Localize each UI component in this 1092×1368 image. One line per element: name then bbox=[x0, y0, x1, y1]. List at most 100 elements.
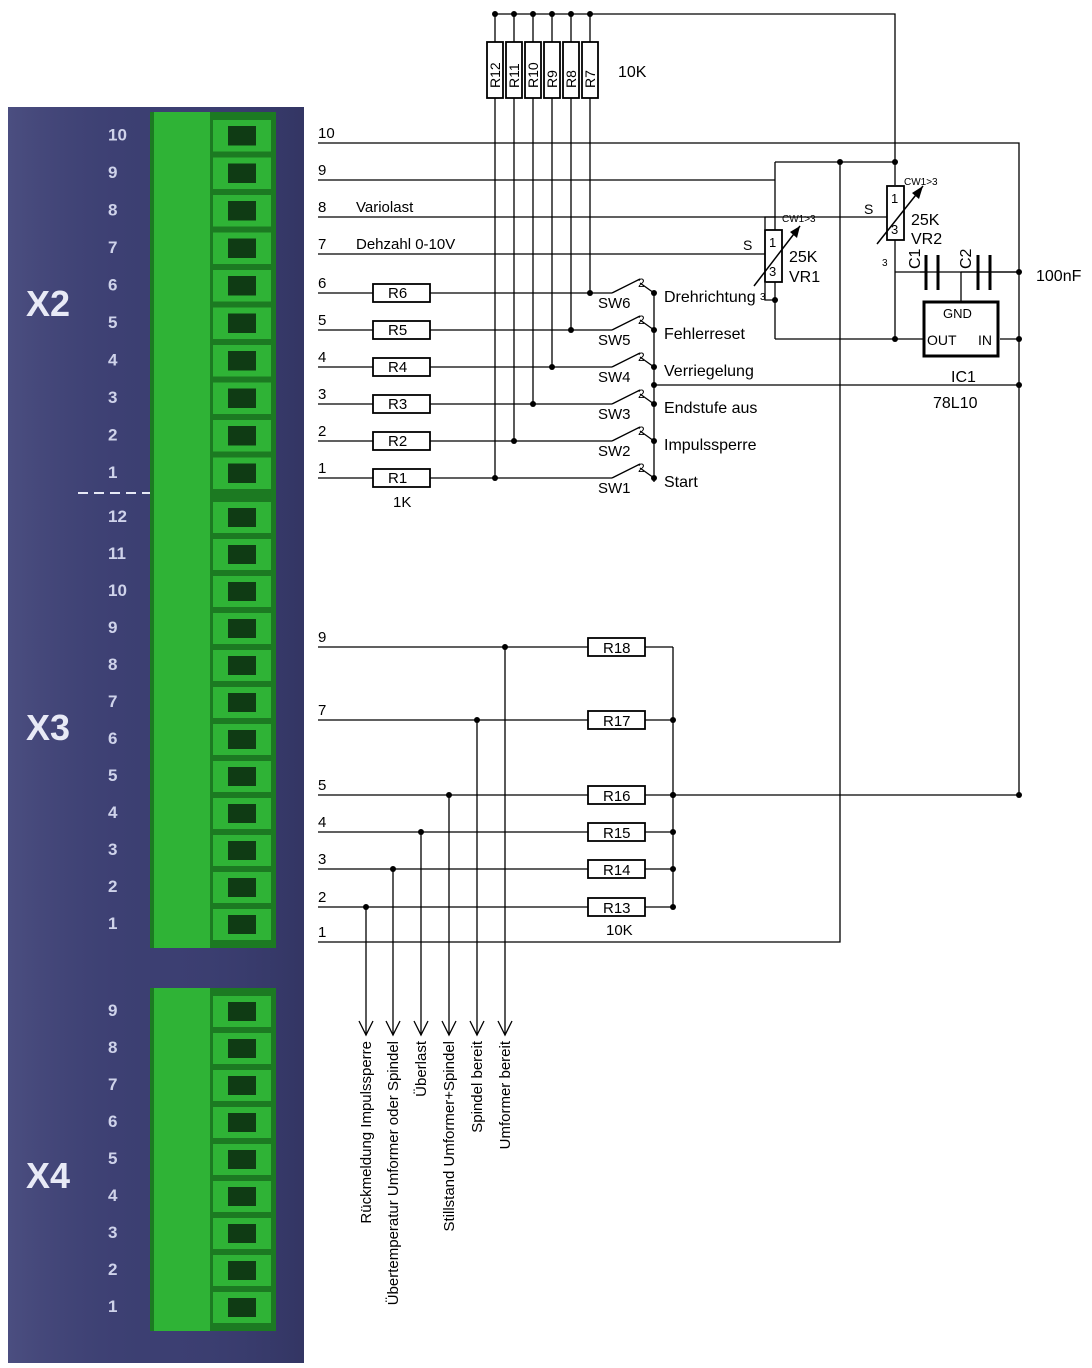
terminal-housing bbox=[152, 494, 210, 948]
terminal-screw bbox=[228, 1261, 256, 1280]
terminal-screw bbox=[228, 767, 256, 786]
output-signal-label: Spindel bereit bbox=[469, 1040, 486, 1133]
x3-line-pin: 2 bbox=[318, 889, 326, 906]
switch-pin: 2 bbox=[638, 276, 645, 290]
regulator-in: IN bbox=[978, 332, 992, 348]
regulator-name: IC1 bbox=[951, 369, 976, 386]
switch-function: Drehrichtung bbox=[664, 289, 756, 306]
cap-value-label: 100nF bbox=[1036, 268, 1082, 285]
terminal-screw bbox=[228, 1150, 256, 1169]
output-arrow bbox=[385, 1020, 401, 1037]
pin-number-x4: 2 bbox=[108, 1260, 117, 1279]
terminal-screw bbox=[228, 915, 256, 934]
potentiometer-vr2: 1 3 CW1>3 S 25K VR2 3 bbox=[775, 165, 942, 339]
terminal-screw bbox=[228, 619, 256, 638]
switch-function: Start bbox=[664, 474, 698, 491]
x2-line-pin: 8 bbox=[318, 199, 326, 216]
terminal-screw bbox=[228, 276, 256, 296]
input-resistor-label: R3 bbox=[388, 396, 407, 413]
block-label-x2: X2 bbox=[26, 283, 70, 324]
vr2-pin1: 1 bbox=[891, 191, 898, 206]
switch-function: Fehlerreset bbox=[664, 326, 745, 343]
terminal-screw bbox=[228, 841, 256, 860]
terminal-screw bbox=[228, 693, 256, 712]
block-label-x3: X3 bbox=[26, 707, 70, 748]
vr1-pin3: 3 bbox=[769, 264, 776, 279]
terminal-screw bbox=[228, 656, 256, 675]
output-signal-label: Übertemperatur Umformer oder Spindel bbox=[384, 1041, 402, 1305]
pin-number-x2: 9 bbox=[108, 163, 117, 182]
pullup-resistor bbox=[581, 41, 599, 99]
pin-number-x3: 8 bbox=[108, 655, 117, 674]
pullup-label: R12 bbox=[487, 62, 503, 88]
pin-number-x3: 7 bbox=[108, 692, 117, 711]
pin-number-x3: 1 bbox=[108, 914, 117, 933]
terminal-screw bbox=[228, 463, 256, 483]
capacitor-c2: C2 bbox=[958, 248, 992, 290]
junction-dot bbox=[651, 382, 657, 388]
terminal-screw bbox=[228, 201, 256, 221]
switch-pin: 2 bbox=[638, 350, 645, 364]
switch-contact bbox=[611, 426, 641, 442]
potentiometer-vr1: 1 3 CW1>3 S 25K VR1 3 bbox=[743, 161, 895, 339]
regulator-gnd: GND bbox=[943, 306, 972, 321]
vr1-side-pin: 3 bbox=[760, 292, 766, 303]
regulator-part: 78L10 bbox=[933, 395, 978, 412]
switch-pin: 2 bbox=[638, 424, 645, 438]
terminal-screw bbox=[228, 582, 256, 601]
junction-dot bbox=[587, 11, 593, 17]
terminal-screw bbox=[228, 878, 256, 897]
output-resistor-label: R15 bbox=[603, 825, 631, 842]
terminal-housing bbox=[152, 988, 210, 1331]
junction-dot bbox=[1016, 269, 1022, 275]
output-signal-label: Überlast bbox=[412, 1040, 430, 1097]
junction-dot bbox=[492, 11, 498, 17]
pin-number-x4: 3 bbox=[108, 1223, 117, 1242]
x3-line-pin: 5 bbox=[318, 777, 326, 794]
output-signal-label: Rückmeldung Impulssperre bbox=[358, 1041, 375, 1224]
switch-contact bbox=[611, 315, 641, 331]
junction-dot bbox=[549, 364, 555, 370]
junction-dot bbox=[670, 829, 676, 835]
x2-line-pin: 1 bbox=[318, 460, 326, 477]
output-arrow bbox=[413, 1020, 429, 1037]
junction-dot bbox=[772, 297, 778, 303]
x2-line-label: Variolast bbox=[356, 199, 414, 216]
x3-line-pin: 9 bbox=[318, 629, 326, 646]
terminal-screw bbox=[228, 1224, 256, 1243]
terminal-screw bbox=[228, 163, 256, 183]
x3-line-pin: 4 bbox=[318, 814, 326, 831]
pin-number-x4: 9 bbox=[108, 1001, 117, 1020]
pin-number-x4: 5 bbox=[108, 1149, 117, 1168]
output-arrow bbox=[497, 1020, 513, 1037]
x3-line-pin: 1 bbox=[318, 924, 326, 941]
vr2-side-pin: 3 bbox=[882, 258, 888, 269]
input-resistor-label: R6 bbox=[388, 285, 407, 302]
pin-number-x4: 7 bbox=[108, 1075, 117, 1094]
terminal-screw bbox=[228, 426, 256, 446]
switch-pin: 2 bbox=[638, 313, 645, 327]
cap-c2-label: C2 bbox=[958, 248, 975, 269]
junction-dot bbox=[670, 792, 676, 798]
vr1-value: 25K bbox=[789, 249, 818, 266]
pin-number-x2: 3 bbox=[108, 388, 117, 407]
pullup-label: R9 bbox=[544, 70, 560, 88]
switch-label: SW1 bbox=[598, 480, 631, 497]
switch-function: Verriegelung bbox=[664, 363, 754, 380]
switch-contact bbox=[611, 463, 641, 479]
pin-number-x3: 10 bbox=[108, 581, 127, 600]
junction-dot bbox=[837, 159, 843, 165]
switch-contact bbox=[611, 389, 641, 405]
pullup-label: R7 bbox=[582, 70, 598, 88]
output-arrow bbox=[469, 1020, 485, 1037]
switch-label: SW6 bbox=[598, 295, 631, 312]
junction-dot bbox=[492, 475, 498, 481]
pin-number-x3: 9 bbox=[108, 618, 117, 637]
vr1-wiper: S bbox=[743, 237, 752, 253]
pin-number-x2: 2 bbox=[108, 426, 117, 445]
junction-dot bbox=[530, 11, 536, 17]
output-resistor-value: 10K bbox=[606, 922, 633, 939]
